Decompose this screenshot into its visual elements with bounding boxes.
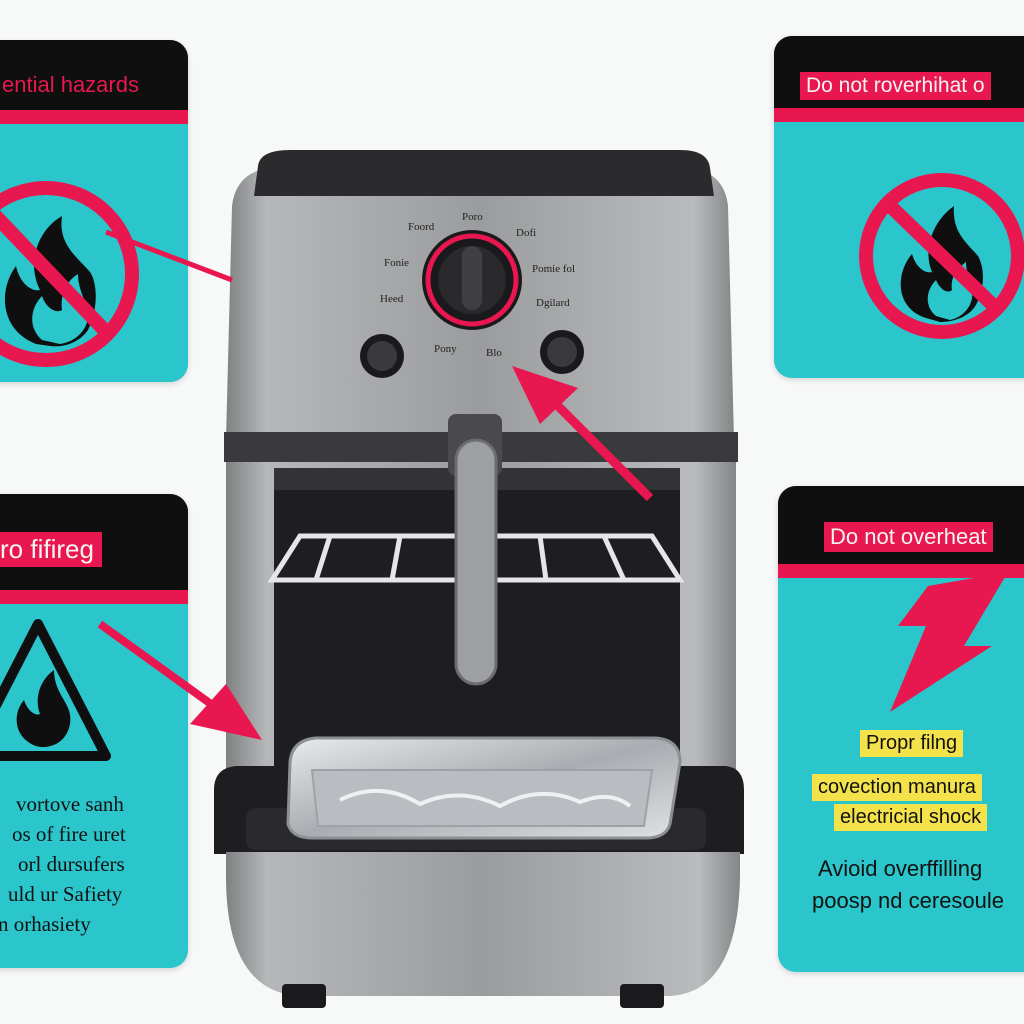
proper-filling-label: Propr filng [860,730,964,757]
hazards-panel-header: ential hazards [0,40,188,124]
dial-label-dofi: Dofi [516,227,536,239]
proper-ceresoule-text: poosp nd ceresoule [812,888,1005,913]
fire-safety-panel-header: ro fifireg [0,494,188,604]
dial-label-pomie-fol: Pomie fol [532,263,575,275]
avoid-overfilling-text: Avioid overffilling [818,856,983,881]
dial-label-poro: Poro [462,211,483,223]
overheat-panel-top: Do not roverhihat o [774,36,1024,378]
arrow-center [512,366,654,502]
dial-label-heed: Heed [380,293,404,305]
convection-manual-label: covection manura [812,774,982,801]
fire-safety-line-5: n orhasiety [0,912,91,936]
dial-label-fonie: Fonie [384,257,409,269]
electrical-shock-label: electricial shock [834,804,988,831]
fire-safety-line-4: uld ur Safiety [8,882,123,906]
overheat-panel-top-title: Do not roverhihat o [800,72,991,100]
fire-safety-panel-title: ro fifireg [0,532,102,567]
lightning-bolt-icon [890,572,1008,712]
hazards-panel-title: ential hazards [2,72,139,97]
fire-warning-icon [0,619,111,761]
no-fire-icon [859,173,1024,339]
fire-safety-line-1: vortove sanh [16,792,124,816]
no-fire-icon [0,181,139,367]
fire-safety-line-2: os of fire uret [12,822,126,846]
dial-label-dgilard: Dgilard [536,297,570,309]
left-knob [360,334,404,378]
drawer-front [226,852,740,996]
right-knob [540,330,584,374]
arrow-bottom-left [97,620,262,740]
basket-handle [454,438,498,686]
overheat-panel-top-header: Do not roverhihat o [774,36,1024,122]
fryer-lid [254,150,714,196]
hazards-panel: ential hazards [0,40,188,382]
foil-tray [286,736,682,840]
dial-label-foord: Foord [408,221,435,233]
overheat-panel-header: Do not overheat [778,486,1024,578]
dial-label-blo: Blo [486,347,502,359]
arrow-top-left [105,229,233,283]
fire-safety-line-3: orl dursufers [18,852,125,876]
overheat-panel: Do not overheat Propr filng covection ma… [778,486,1024,972]
fire-safety-panel: ro fifireg vortove sanh os of fire uret … [0,494,188,968]
temperature-dial [422,230,522,330]
overheat-panel-title: Do not overheat [824,522,993,552]
dial-label-pony: Pony [434,343,457,355]
